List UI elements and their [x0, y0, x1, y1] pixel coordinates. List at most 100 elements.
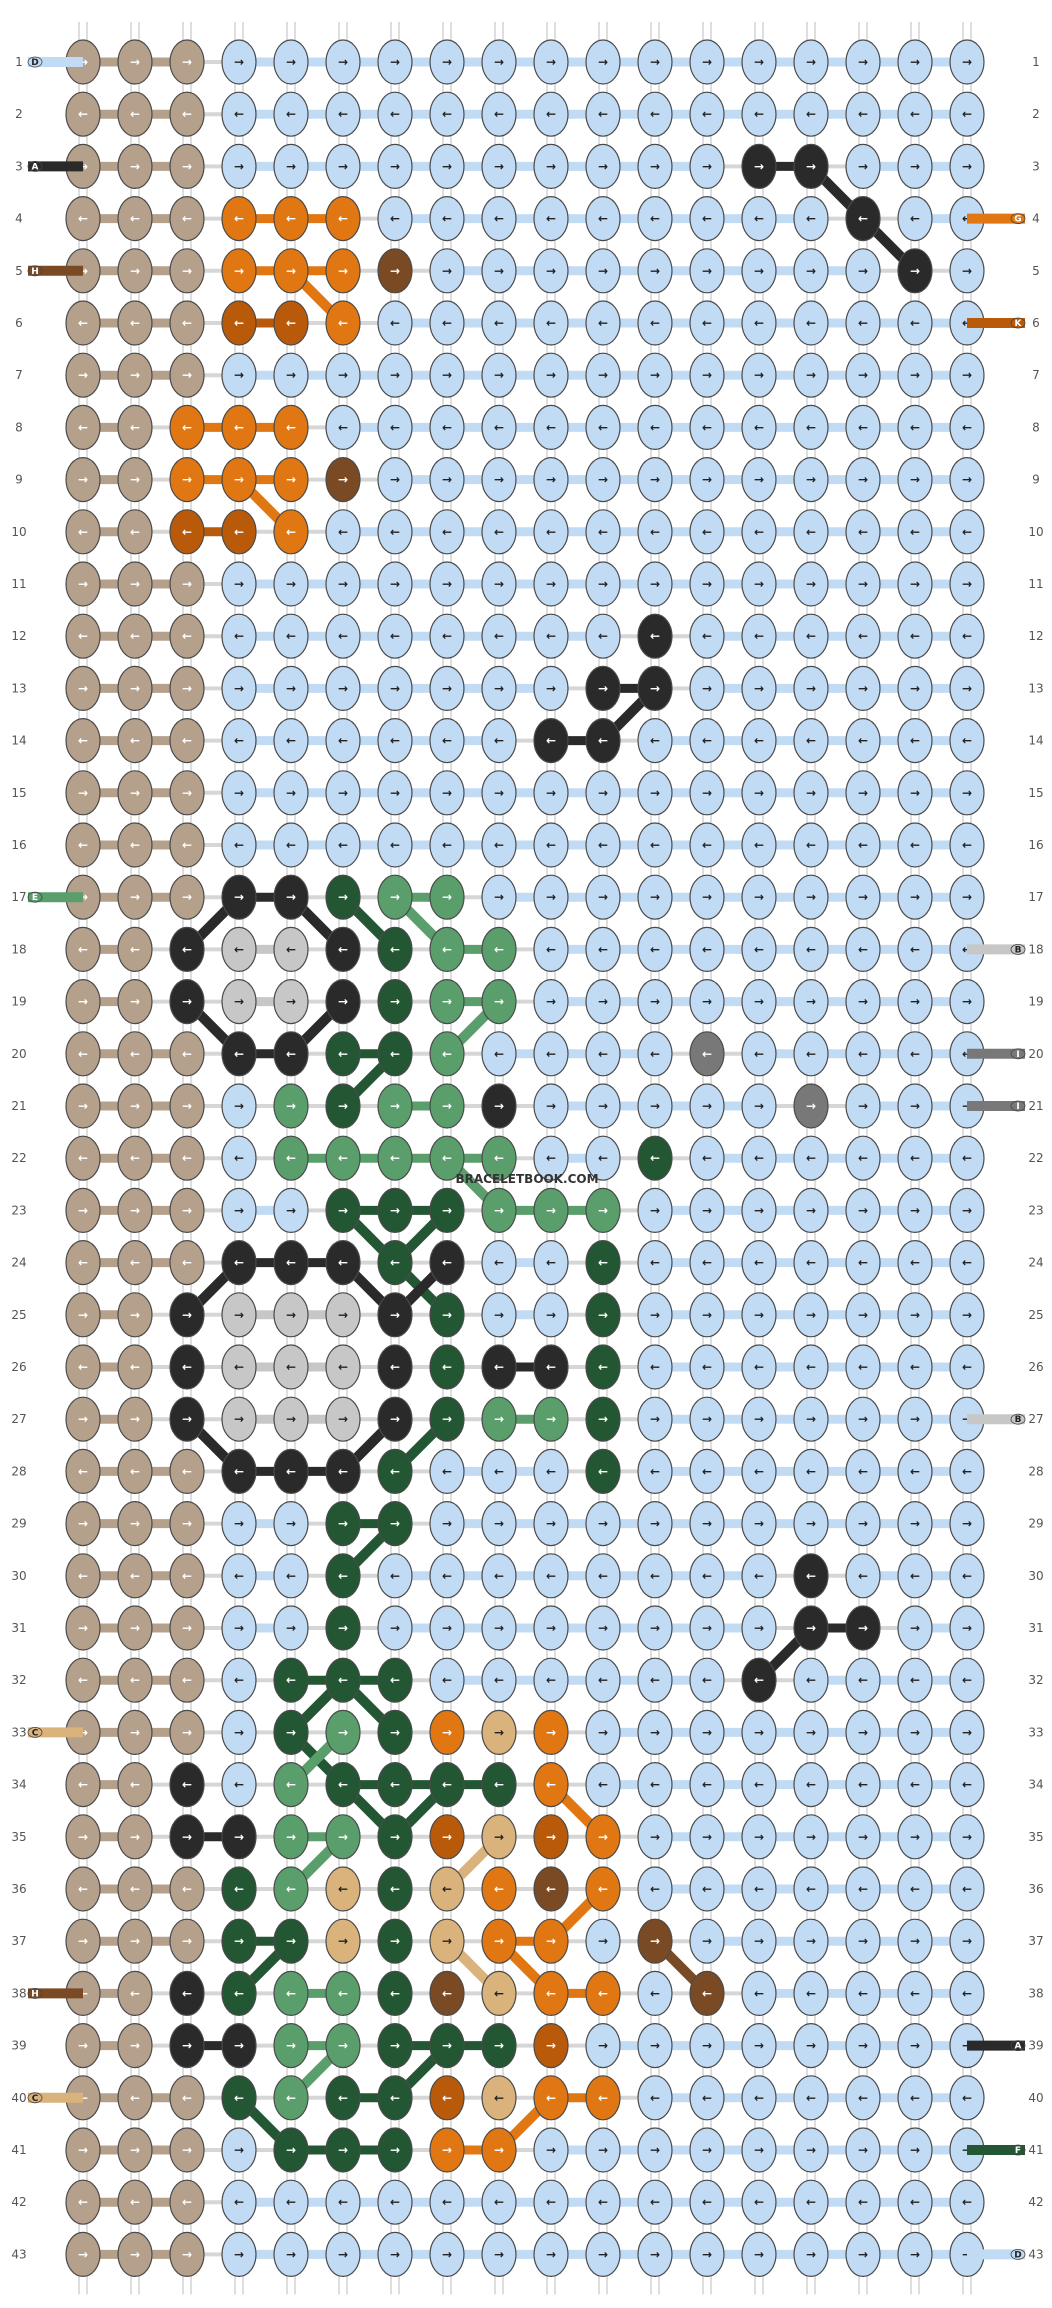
knot-oval: [793, 1031, 829, 1077]
knot: ←: [585, 1031, 621, 1077]
knot: →: [793, 2127, 829, 2173]
knot-arrow: →: [702, 995, 712, 1009]
knot: →: [325, 1605, 361, 1651]
knot: ←: [845, 300, 881, 346]
knot-arrow: →: [338, 55, 348, 69]
row-number-left: 43: [11, 2247, 26, 2261]
knot-oval: [845, 717, 881, 764]
knot: →: [689, 1500, 725, 1547]
knot: ←: [325, 1344, 361, 1390]
knot: ←: [897, 717, 933, 764]
knot-oval: [221, 2127, 257, 2173]
knot-oval: [325, 1918, 361, 1964]
knot-oval: [429, 1031, 465, 1077]
row-number-left: 37: [11, 1934, 26, 1948]
knot-arrow: →: [494, 1203, 504, 1217]
knot-oval: [377, 874, 413, 920]
knot-oval: [117, 196, 153, 242]
knot: →: [533, 1083, 569, 1129]
knot-oval: [481, 2127, 517, 2173]
knot-oval: [273, 300, 309, 346]
row-number-left: 25: [11, 1308, 26, 1322]
knot-arrow: ←: [494, 525, 504, 539]
knot-arrow: →: [754, 1621, 764, 1635]
knot-oval: [429, 1344, 465, 1390]
strand-label-badge: [27, 265, 43, 277]
knot-oval: [65, 1292, 101, 1338]
knot-arrow: ←: [442, 1882, 452, 1896]
knot: →: [273, 874, 309, 920]
strand-label: D: [1014, 2250, 1021, 2260]
knot-arrow: ←: [650, 316, 660, 330]
knot-arrow: ←: [494, 1986, 504, 2000]
knot: ←: [689, 1553, 725, 1599]
knot: →: [65, 2022, 101, 2069]
knot: →: [949, 457, 985, 503]
knot: →: [585, 978, 621, 1025]
knot-arrow: ←: [442, 212, 452, 226]
knot-oval: [585, 1135, 621, 1181]
knot-arrow: →: [598, 890, 608, 904]
knot: →: [897, 39, 933, 85]
knot-oval: [533, 1657, 569, 1703]
knot: ←: [845, 91, 881, 137]
knot-oval: [65, 404, 101, 450]
knot-arrow: →: [858, 264, 868, 278]
knot-oval: [481, 874, 517, 920]
knot-oval: [377, 770, 413, 816]
knot-oval: [585, 509, 621, 555]
knot: →: [741, 2022, 777, 2069]
knot-oval: [689, 1866, 725, 1912]
knot-arrow: →: [910, 577, 920, 591]
knot-arrow: →: [650, 159, 660, 173]
knot: ←: [117, 1970, 153, 2017]
knot: ←: [429, 1135, 465, 1181]
knot-arrow: →: [78, 1412, 88, 1426]
knot-oval: [273, 196, 309, 242]
knot: →: [481, 1083, 517, 1129]
knot-oval: [65, 1605, 101, 1651]
knot: →: [845, 39, 881, 85]
knot-arrow: ←: [910, 1882, 920, 1896]
knot-oval: [481, 717, 517, 764]
knot-arrow: ←: [650, 838, 660, 852]
row-number-left: 15: [11, 786, 26, 800]
knot-arrow: ←: [442, 1464, 452, 1478]
knot-oval: [689, 665, 725, 712]
knot-arrow: ←: [390, 1464, 400, 1478]
knot-arrow: ←: [754, 1047, 764, 1061]
knot: →: [741, 1500, 777, 1547]
knot-oval: [429, 457, 465, 503]
knot-arrow: →: [234, 1099, 244, 1113]
knot: ←: [273, 1761, 309, 1808]
knot-arrow: ←: [754, 1256, 764, 1270]
knot: ←: [949, 613, 985, 659]
knot: ←: [117, 300, 153, 346]
knot-oval: [221, 2075, 257, 2121]
knot-oval: [741, 352, 777, 398]
knot-oval: [793, 2231, 829, 2277]
knot-oval: [325, 1448, 361, 1495]
knot: →: [637, 39, 673, 85]
knot: ←: [949, 1553, 985, 1599]
knot: ←: [897, 404, 933, 450]
knot-arrow: ←: [130, 1256, 140, 1270]
knot-oval: [221, 143, 257, 189]
knot: →: [949, 561, 985, 607]
knot-oval: [897, 2022, 933, 2069]
knot-oval: [533, 1866, 569, 1912]
knot-oval: [845, 2022, 881, 2069]
knot-arrow: ←: [78, 838, 88, 852]
knot: ←: [845, 717, 881, 764]
knot: →: [689, 874, 725, 920]
knot: ←: [897, 2179, 933, 2225]
knot-oval: [325, 1970, 361, 2017]
knot-oval: [585, 561, 621, 607]
knot-arrow: ←: [286, 525, 296, 539]
strand-label-badge: [1010, 944, 1026, 955]
knot-arrow: ←: [858, 1464, 868, 1478]
knot: ←: [481, 613, 517, 659]
knot: →: [637, 978, 673, 1025]
knot: →: [793, 1918, 829, 1964]
knot-arrow: ←: [234, 1569, 244, 1583]
